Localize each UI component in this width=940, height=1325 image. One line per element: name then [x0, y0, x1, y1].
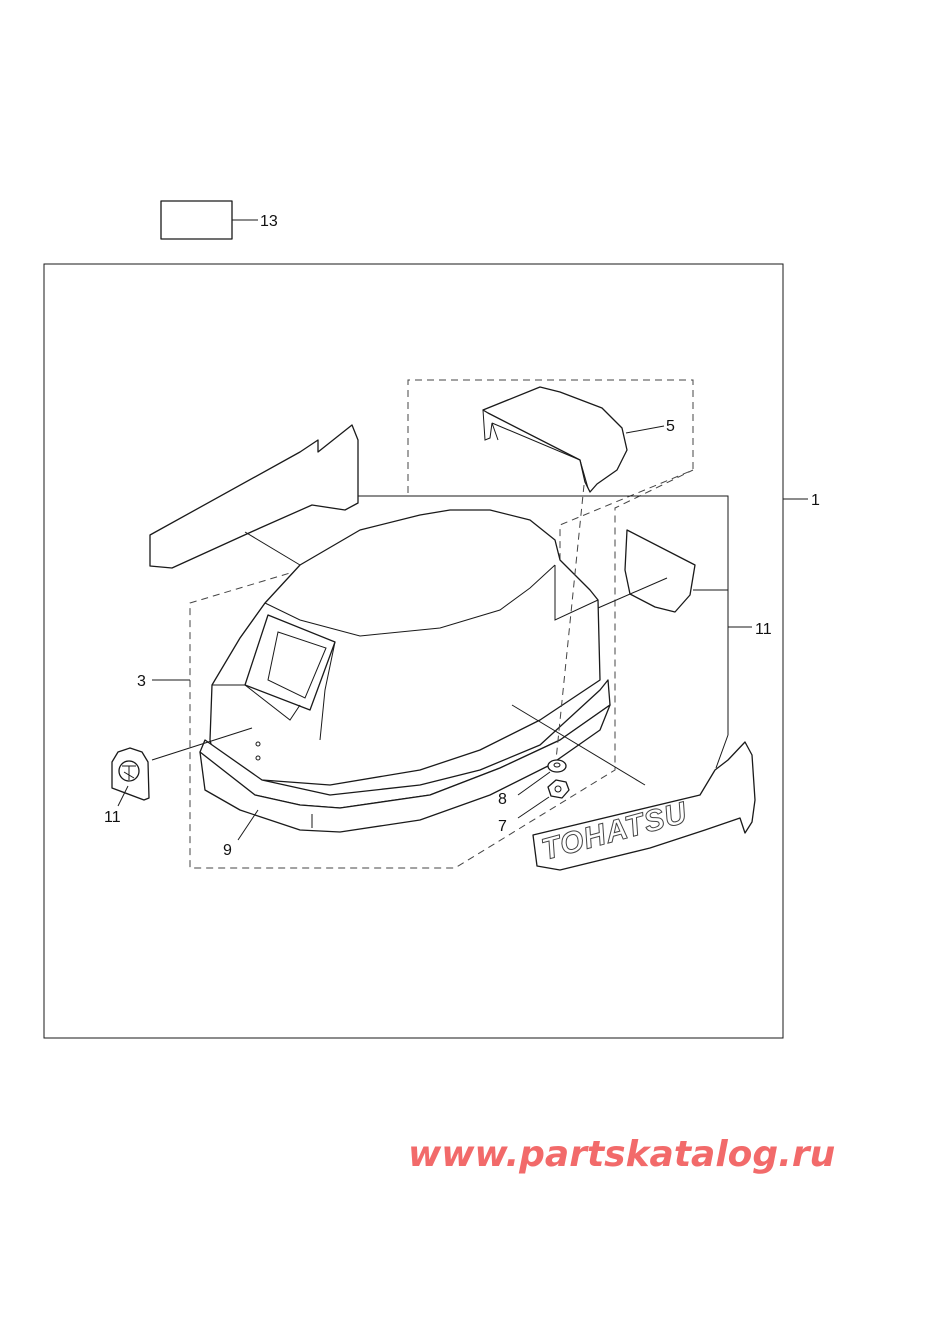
part-5-top-cover-edge [482, 409, 589, 489]
leader-9 [237, 809, 259, 841]
cowl-vent-housing [212, 602, 336, 741]
bracket-line-lower [715, 734, 729, 769]
part-8-washer-hole [553, 762, 561, 768]
emblem-pointer [151, 727, 253, 761]
callout-7: 7 [498, 818, 507, 835]
right-rear-decal [624, 529, 696, 613]
callout-11-left: 11 [104, 809, 121, 826]
leader-11-left [117, 785, 129, 807]
cowl-top-panel [264, 564, 599, 637]
watermark-text: www.partskatalog.ru [408, 1134, 836, 1175]
cowl-to-decal-pointer [511, 704, 646, 786]
callout-1: 1 [811, 492, 820, 509]
callout-8: 8 [498, 791, 507, 808]
cowl-air-vent [244, 614, 336, 711]
bracket-line-upper [358, 495, 729, 735]
callout-3: 3 [137, 673, 146, 690]
leader-7 [517, 796, 550, 819]
group-3-dashed-box [189, 469, 694, 869]
part-13-box [160, 200, 233, 240]
callout-5: 5 [666, 418, 675, 435]
cowl-hole-lower [255, 755, 261, 761]
cowl-hole-upper [255, 741, 261, 747]
cowl-air-vent-inner [267, 631, 327, 699]
cowl-lower-skirt [199, 704, 611, 833]
bolt-axis [555, 484, 585, 761]
callout-9: 9 [223, 842, 232, 859]
left-decal-pointer [244, 531, 301, 566]
part-7-nut-hole [554, 785, 562, 793]
leader-8 [517, 771, 551, 796]
part-5-top-cover [482, 386, 628, 493]
callout-11-right: 11 [755, 621, 772, 638]
part-8-washer [547, 759, 567, 773]
leader-5 [625, 425, 665, 434]
right-decal-pointer [597, 577, 668, 609]
left-side-decal [149, 424, 359, 569]
callout-13: 13 [260, 213, 278, 230]
assembly-frame [43, 263, 784, 1039]
part-7-nut [547, 779, 570, 799]
emblem-logo-mark [122, 765, 136, 780]
right-side-decal [532, 741, 756, 871]
